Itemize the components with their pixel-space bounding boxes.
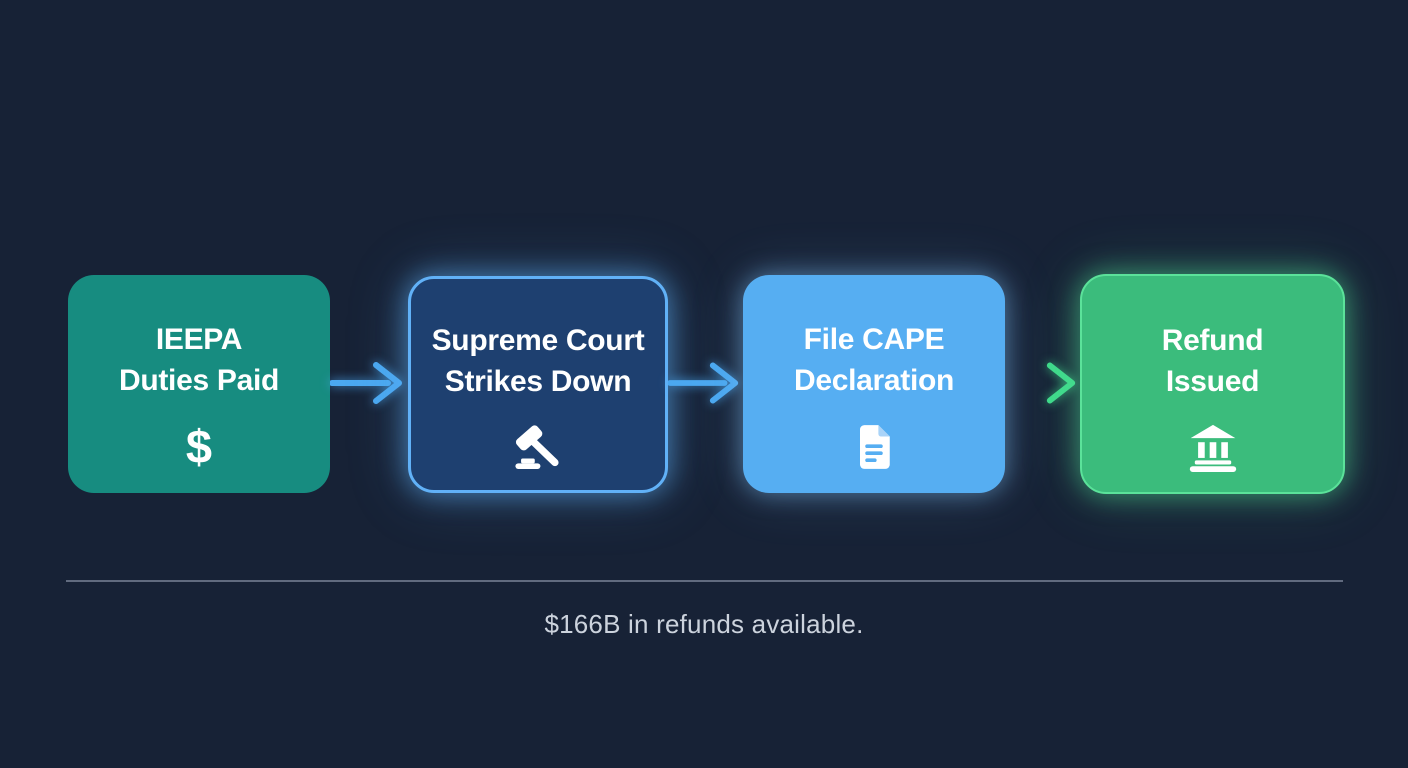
- step-title-line-1: Refund: [1161, 324, 1264, 357]
- arrow-right-icon: [1005, 362, 1076, 404]
- step-title: File CAPE Declaration: [794, 319, 954, 401]
- step-title-line-1: Supreme Court: [431, 324, 645, 357]
- step-title-line-1: IEEPA: [155, 323, 243, 356]
- step-icon-wrap: [512, 423, 564, 473]
- step-icon-wrap: [853, 422, 895, 472]
- step-icon-wrap: $: [186, 422, 212, 472]
- bank-icon: [1189, 424, 1236, 472]
- arrow-right-icon: [668, 362, 739, 404]
- document-icon: [860, 425, 890, 469]
- arrow-right-icon: [330, 362, 402, 404]
- step-title-line-2: Declaration: [793, 364, 955, 397]
- step-title-line-1: File CAPE: [803, 323, 945, 356]
- step-title: Refund Issued: [1162, 320, 1264, 402]
- refunds-caption: $166B in refunds available.: [544, 609, 864, 639]
- step-title-line-2: Strikes Down: [444, 365, 632, 398]
- step-icon-wrap: [1186, 423, 1240, 473]
- step-title-line-2: Issued: [1165, 365, 1260, 398]
- step-ieepa-duties-paid: IEEPA Duties Paid $: [68, 275, 330, 493]
- step-file-cape-declaration: File CAPE Declaration: [743, 275, 1005, 493]
- gavel-icon: [515, 425, 559, 469]
- step-supreme-court-strikes-down: Supreme Court Strikes Down: [408, 276, 668, 493]
- connector-arrow-1: [330, 355, 408, 411]
- divider-line: [66, 580, 1343, 582]
- step-title: Supreme Court Strikes Down: [432, 320, 645, 402]
- connector-arrow-3: [1005, 355, 1081, 411]
- step-title: IEEPA Duties Paid: [119, 319, 279, 401]
- step-title-line-2: Duties Paid: [118, 364, 280, 397]
- step-refund-issued: Refund Issued: [1080, 274, 1345, 494]
- connector-arrow-2: [668, 355, 744, 411]
- dollar-sign-icon: $: [185, 420, 213, 473]
